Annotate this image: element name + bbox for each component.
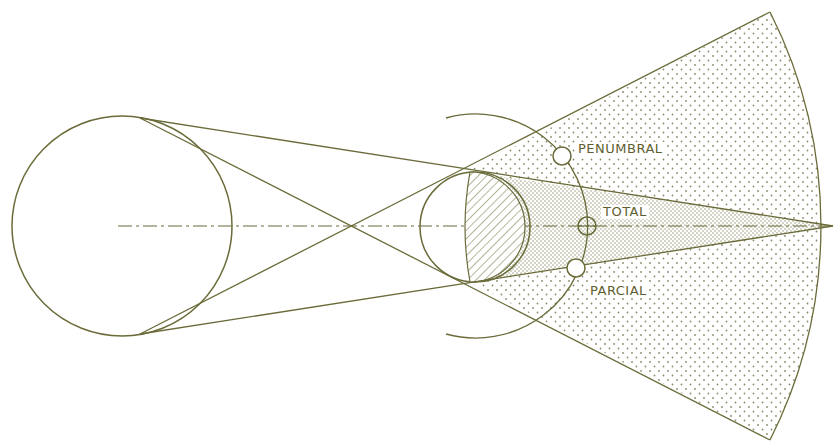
moon-axis-mark [578,225,596,226]
eclipse-type-label: TOTAL [601,205,649,219]
moon-positions [553,147,596,277]
moon-orbit [446,114,588,338]
eclipse-type-label: PARCIAL [588,284,649,298]
earth-circle [420,172,530,282]
eclipse-type-label: PENUMBRAL [576,142,665,156]
sun-circle [12,116,232,336]
earth-shadow-hatch [465,172,525,282]
tangent-lines [140,12,833,440]
